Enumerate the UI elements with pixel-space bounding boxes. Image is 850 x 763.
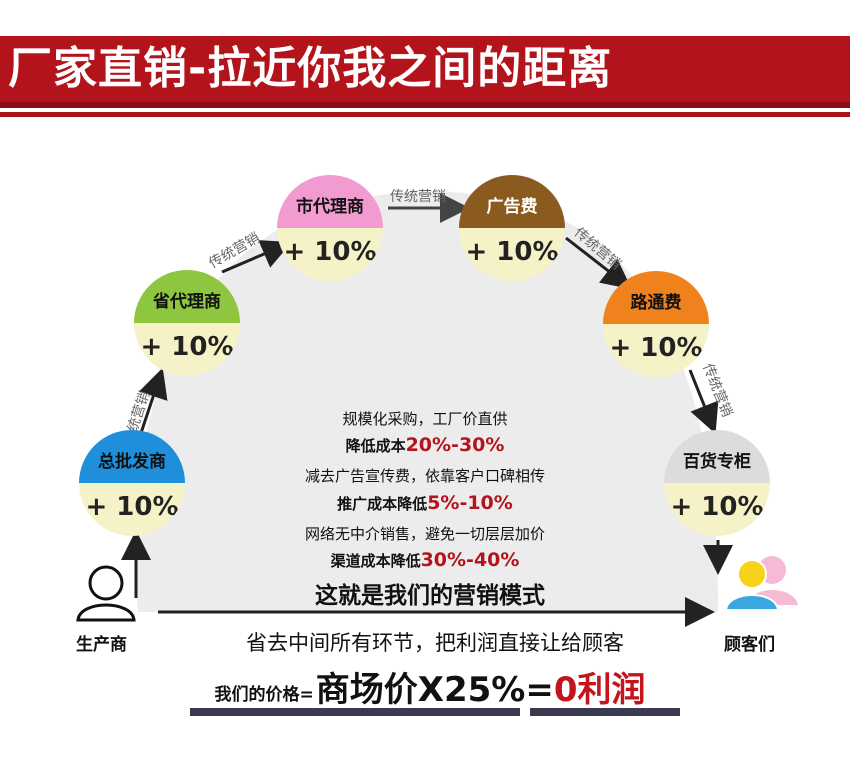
benefit-line-5: 网络无中介销售，避免一切层层加价 [304,525,545,543]
arrow-label-3: 传统营销 [390,189,446,205]
benefit-line-3: 减去广告宣传费，依靠客户口碑相传 [304,467,545,485]
customers-icon [724,556,798,611]
benefit-line-6: 渠道成本降低30%-40% [330,549,520,571]
arrow-province-to-city [221,240,292,274]
arch-background [134,191,719,612]
node-percent: + 10% [465,236,559,267]
node-percent: + 10% [85,491,179,522]
slogan: 这就是我们的营销模式 [315,583,545,609]
node-advertising: 广告费 + 10% [459,175,565,281]
price-formula: 我们的价格= 商场价X25%= 0利润 [180,662,680,711]
benefit-line-4: 推广成本降低5%-10% [337,492,513,514]
node-percent: + 10% [670,491,764,522]
price-formula-text: 商场价X25%= [315,670,554,710]
node-percent: + 10% [140,331,234,362]
node-percent: + 10% [283,236,377,267]
footer-statement: 省去中间所有环节，把利润直接让给顾客 [246,631,624,655]
node-department-store: 百货专柜 + 10% [664,430,770,536]
benefit-line-2: 降低成本20%-30% [345,434,505,456]
benefit-line-1: 规模化采购，工厂价直供 [342,410,508,428]
node-transport: 路通费 + 10% [603,271,709,377]
arrow-wholesaler-to-province [138,367,168,437]
node-name: 路通费 [630,293,682,313]
price-underline-right [530,708,680,716]
node-name: 省代理商 [153,292,221,312]
header-banner: 厂家直销-拉近你我之间的距离 [0,36,850,108]
banner-divider [0,112,850,117]
node-province-agent: 省代理商 + 10% [134,270,240,376]
node-percent: + 10% [609,332,703,363]
price-underline-left [190,708,520,716]
node-name: 广告费 [486,197,538,217]
arrow-ads-to-road [565,236,632,290]
node-name: 百货专柜 [683,452,751,472]
arrow-road-to-store [688,369,719,434]
price-label: 我们的价格= [214,685,314,705]
price-result: 0利润 [553,670,646,710]
node-wholesaler: 总批发商 + 10% [79,430,185,536]
node-city-agent: 市代理商 + 10% [277,175,383,281]
page-title: 厂家直销-拉近你我之间的距离 [8,43,613,94]
producer-label: 生产商 [76,635,127,655]
customers-label: 顾客们 [724,635,775,655]
node-name: 总批发商 [98,452,166,472]
node-name: 市代理商 [296,197,364,217]
producer-person-icon [76,565,136,622]
